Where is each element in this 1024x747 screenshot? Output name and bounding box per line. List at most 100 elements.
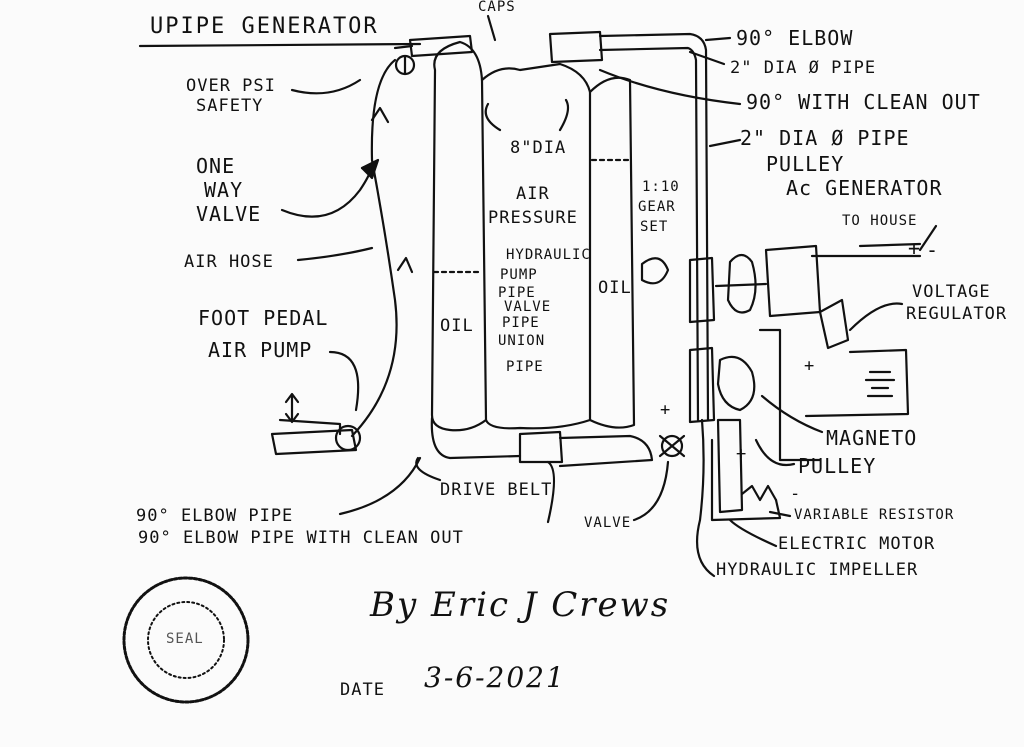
label-hydraulic-impeller: HYDRAULIC IMPELLER: [716, 560, 919, 580]
label-pipe-2: PIPE: [502, 315, 540, 331]
leader-air-pump: [328, 350, 360, 412]
seal-inner: [147, 601, 225, 679]
signature: By Eric J Crews: [370, 585, 671, 625]
leader-resistor: [768, 510, 792, 518]
leader-8dia: [484, 98, 570, 132]
regulator-box: [818, 298, 850, 350]
hose-arrow-2: [396, 256, 414, 274]
label-gear-ratio: 1:10: [642, 179, 680, 195]
label-variable-resistor: VARIABLE RESISTOR: [794, 507, 955, 523]
hydraulic-impeller-pipe: [688, 346, 716, 424]
label-union: UNION: [498, 333, 546, 349]
leader-caps: [486, 14, 497, 42]
motor-wires: [710, 438, 782, 522]
seal-stamp: SEAL: [166, 631, 204, 647]
leader-magneto: [760, 394, 824, 434]
plus-motor: +: [736, 444, 748, 464]
label-pipe-1: PIPE: [498, 285, 536, 301]
title-underline: [138, 42, 422, 48]
leader-air-hose: [296, 246, 374, 262]
foot-pedal-wheel: [334, 424, 362, 452]
right-cylinder: [588, 76, 636, 429]
bottom-valve-circle: [660, 434, 684, 458]
minus-motor: -: [790, 484, 802, 504]
foot-pedal-arrow: [284, 392, 300, 424]
label-90-elbow-pipe-clean-out: 90° ELBOW PIPE WITH CLEAN OUT: [138, 528, 464, 548]
magneto-wire: [758, 328, 822, 462]
label-one: ONE: [196, 154, 236, 178]
label-caps: CAPS: [478, 0, 516, 15]
plus-house: +: [908, 236, 922, 260]
label-8in-dia: 8"DIA: [510, 138, 567, 158]
battery-symbol: [864, 370, 896, 398]
label-electric-motor: ELECTRIC MOTOR: [778, 534, 936, 554]
leader-motor: [728, 518, 778, 548]
label-90-elbow-pipe: 90° ELBOW PIPE: [136, 506, 294, 526]
label-gear: GEAR: [638, 199, 676, 215]
bottom-pipe: [518, 430, 564, 464]
drive-pulley-stack: [688, 256, 716, 324]
leader-to-house: [918, 224, 938, 252]
label-way: WAY: [204, 178, 244, 202]
label-2in-pipe: 2" DIA Ø PIPE: [740, 126, 910, 150]
date-label: DATE: [340, 680, 385, 700]
label-with-clean-out: 90° WITH CLEAN OUT: [746, 90, 981, 114]
bottom-union: [558, 434, 654, 468]
label-pipe-3: PIPE: [506, 359, 544, 375]
label-magneto: MAGNETO: [826, 426, 918, 450]
leader-impeller: [696, 418, 716, 578]
label-air: AIR: [516, 184, 550, 204]
label-foot-pedal: FOOT PEDAL: [198, 306, 329, 330]
leader-drive-belt: [415, 456, 442, 482]
left-cylinder: [430, 40, 488, 432]
label-valve-mid: VALVE: [504, 299, 552, 315]
top-mid-cap: [548, 30, 604, 64]
leader-2in-top: [688, 50, 726, 66]
bottom-valve-spokes: [658, 434, 686, 458]
hydraulic-pump-left: [640, 257, 670, 285]
label-valve-left: VALVE: [196, 202, 262, 226]
label-hydraulic: HYDRAULIC: [506, 247, 591, 263]
leader-pulley-bottom: [754, 438, 796, 467]
plus-valve: +: [660, 400, 672, 420]
label-ac-generator: Ac GENERATOR: [786, 176, 943, 200]
label-set: SET: [640, 219, 669, 235]
leader-over-psi: [290, 78, 362, 95]
hose-arrow-1: [370, 106, 390, 124]
leader-valve-bottom: [632, 460, 670, 522]
plus-battery: +: [804, 356, 816, 376]
label-pulley-bottom: PULLEY: [798, 454, 877, 478]
leader-2in-right: [708, 138, 742, 148]
label-air-pump: AIR PUMP: [208, 338, 313, 362]
leader-elbow-pipe: [338, 456, 422, 516]
lower-pulley-stack: [716, 355, 756, 412]
label-over-psi: OVER PSI: [186, 76, 276, 96]
top-pipe: [598, 32, 710, 422]
label-valve-bottom: VALVE: [584, 515, 632, 531]
leader-clean-out: [598, 68, 742, 106]
leader-voltage: [848, 302, 904, 332]
top-left-cap: [408, 34, 474, 58]
bottom-left-elbow: [430, 416, 522, 460]
variable-resistor: [740, 484, 778, 502]
label-oil-left: OIL: [440, 316, 474, 336]
diagram-title: UPIPE GENERATOR: [150, 14, 379, 39]
label-pressure: PRESSURE: [488, 208, 578, 228]
label-90-elbow: 90° ELBOW: [736, 26, 854, 50]
leader-elbow: [704, 36, 732, 42]
air-hose-line: [350, 58, 398, 438]
label-voltage: VOLTAGE: [912, 282, 991, 302]
label-oil-mid: OIL: [598, 278, 632, 298]
leader-clean-out-bottom: [546, 460, 556, 524]
foot-pedal-lever: [278, 418, 342, 436]
safety-valve-stem: [393, 44, 414, 76]
battery-circuit: [804, 348, 910, 418]
minus-house: -: [926, 238, 940, 262]
motor-body: [716, 418, 744, 514]
label-to-house: TO HOUSE: [842, 213, 918, 229]
label-air-hose: AIR HOSE: [184, 252, 274, 272]
date-value: 3-6-2021: [424, 661, 566, 694]
leader-one-way: [280, 165, 372, 218]
